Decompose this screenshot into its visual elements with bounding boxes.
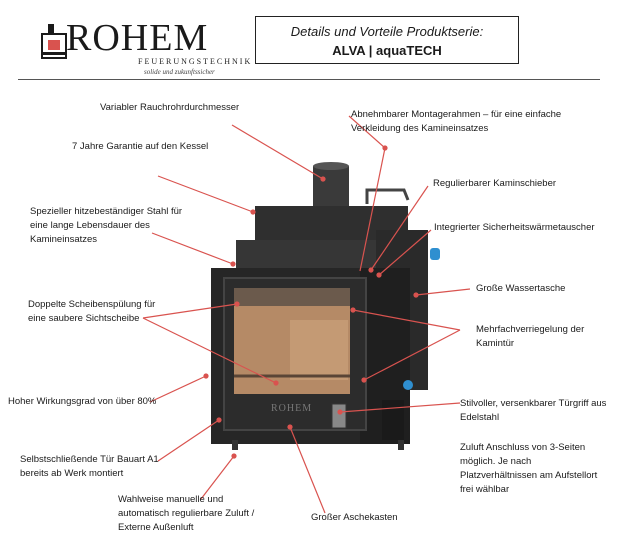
damper-handle (365, 188, 410, 204)
label-self-closing-door: Selbstschließende Tür Bauart A1 bereits … (20, 454, 159, 479)
label-water-pocket: Große Wassertasche (476, 283, 566, 294)
logo-wordmark: ROHEM (66, 17, 209, 59)
product-series: ALVA | aquaTECH (332, 43, 442, 58)
label-air-connection: Zuluft Anschluss von 3-Seiten möglich. J… (460, 442, 598, 495)
door-handle (331, 403, 347, 429)
label-damper: Regulierbarer Kaminschieber (433, 178, 557, 189)
water-connector-top (430, 248, 440, 260)
page-title: Details und Vorteile Produktserie: (290, 24, 484, 39)
label-steel: Spezieller hitzebeständiger Stahl für ei… (30, 206, 183, 245)
label-mounting-frame: Abnehmbarer Montagerahmen – für eine ein… (351, 109, 562, 134)
label-ash-box: Großer Aschekasten (311, 512, 398, 523)
title-box: Details und Vorteile Produktserie: ALVA … (255, 16, 519, 64)
logo-tagline: solide und zukunftssicher (144, 68, 215, 76)
logo-emblem-icon (41, 24, 67, 59)
label-smoke-pipe: Variabler Rauchrohrdurchmesser (100, 102, 240, 113)
stove-brand-plate: ROHEM (271, 403, 313, 414)
logo-subtitle: FEUERUNGSTECHNIK (138, 57, 253, 66)
label-door-handle: Stilvoller, versenkbarer Türgriff aus Ed… (460, 398, 607, 423)
water-connector-side (403, 380, 413, 390)
label-efficiency: Hoher Wirkungsgrad von über 80% (8, 396, 157, 407)
label-air-supply: Wahlweise manuelle und automatisch regul… (118, 494, 255, 533)
header-divider (18, 79, 600, 80)
label-multi-lock: Mehrfachverriegelung der Kamintür (476, 324, 585, 349)
flue-pipe (313, 166, 349, 206)
label-heat-exchanger: Integrierter Sicherheitswärmetauscher (434, 222, 595, 233)
label-warranty: 7 Jahre Garantie auf den Kessel (72, 141, 209, 152)
brand-logo: ROHEM FEUERUNGSTECHNIK solide und zukunf… (40, 14, 250, 76)
top-housing (255, 206, 408, 250)
label-double-airwash: Doppelte Scheibenspülung für eine sauber… (28, 299, 156, 324)
